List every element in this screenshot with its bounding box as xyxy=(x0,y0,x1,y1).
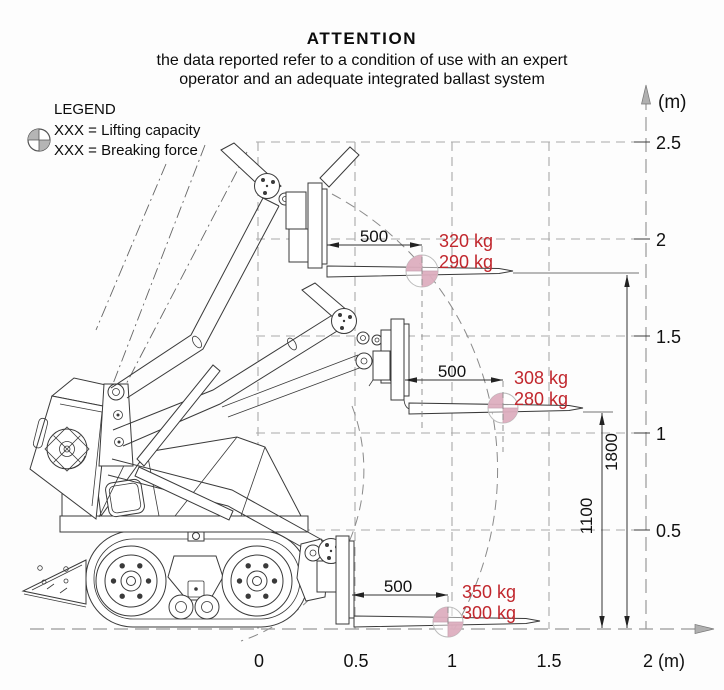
lifting-capacity-bottom: 350 kg xyxy=(462,582,516,602)
dimension-1100: 1100 xyxy=(577,411,613,628)
legend-item-lifting-capacity: XXX = Lifting capacity xyxy=(54,121,201,139)
legend-title: LEGEND xyxy=(54,101,116,118)
fork-top xyxy=(307,182,514,278)
x-tick-2-m: 2 (m) xyxy=(643,651,685,671)
dimension-500-top: 500 xyxy=(327,227,423,430)
dimension-1800: 1800 xyxy=(513,272,639,628)
y-axis-arrow-icon xyxy=(641,84,651,105)
load-center-symbol-legend xyxy=(27,128,51,152)
road-wheel-left xyxy=(95,545,167,617)
x-tick-0: 0 xyxy=(254,651,264,671)
dimension-1100-label: 1100 xyxy=(577,498,596,535)
load-center-500-bottom-label: 500 xyxy=(384,577,412,596)
cab-window xyxy=(105,478,145,518)
grid-lines xyxy=(256,141,646,629)
dimension-1800-label: 1800 xyxy=(602,433,621,471)
lifting-capacity-top: 320 kg xyxy=(439,231,493,251)
attention-header: ATTENTION the data reported refer to a c… xyxy=(10,29,714,89)
legend-item-breaking-force: XXX = Breaking force xyxy=(54,142,198,159)
attention-subtitle-line2: operator and an adequate integrated ball… xyxy=(179,70,545,88)
y-tick-0-5: 0.5 xyxy=(656,521,681,541)
fork-middle xyxy=(390,318,584,415)
breaking-force-bottom: 300 kg xyxy=(462,603,516,623)
load-center-500-middle-label: 500 xyxy=(438,362,466,381)
arm-position-top xyxy=(110,142,514,467)
breaking-force-top: 290 kg xyxy=(439,252,493,272)
y-tick-2-5: 2.5 xyxy=(656,133,681,153)
road-wheel-right xyxy=(221,545,293,617)
arm-position-bottom xyxy=(107,458,541,628)
legend: LEGEND XXX = Lifting capacity XXX = Brea… xyxy=(54,100,200,162)
boom-pivot-tower xyxy=(98,383,134,467)
load-center-500-top-label: 500 xyxy=(360,227,388,246)
capacity-labels: 320 kg 290 kg 308 kg 280 kg 350 kg 300 k… xyxy=(439,231,568,623)
track-undercarriage xyxy=(85,529,309,628)
y-tick-1-5: 1.5 xyxy=(656,327,681,347)
x-tick-1-5: 1.5 xyxy=(536,651,561,671)
x-tick-0-5: 0.5 xyxy=(343,651,368,671)
breaking-force-middle: 280 kg xyxy=(514,389,568,409)
cooling-fan-icon xyxy=(44,426,90,472)
y-tick-1: 1 xyxy=(656,424,666,444)
dimension-500-middle: 500 xyxy=(405,362,504,452)
front-blade xyxy=(21,559,87,608)
dimension-500-bottom: 500 xyxy=(352,577,449,629)
x-tick-1: 1 xyxy=(447,651,457,671)
lifting-capacity-middle: 308 kg xyxy=(514,368,568,388)
attention-subtitle-line1: the data reported refer to a condition o… xyxy=(156,52,568,69)
x-axis: 0 0.5 1 1.5 2 (m) xyxy=(30,623,715,671)
y-tick-2: 2 xyxy=(656,230,666,250)
machine-drawing xyxy=(21,142,584,628)
y-axis: (m) 2.5 2 1.5 1 0.5 xyxy=(634,84,686,629)
y-axis-unit: (m) xyxy=(658,92,686,113)
x-axis-arrow-icon xyxy=(694,623,715,635)
attention-title: ATTENTION xyxy=(306,29,418,48)
arm-position-middle xyxy=(112,282,584,447)
